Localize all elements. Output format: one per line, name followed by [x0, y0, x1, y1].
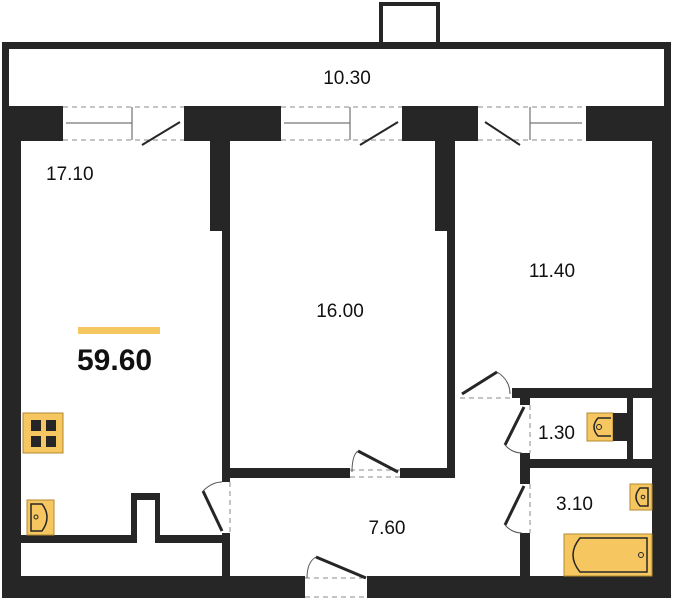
kitchen-sink-icon: [26, 499, 55, 536]
entrance-door[interactable]: [305, 555, 367, 598]
balcony-door-2[interactable]: [281, 106, 402, 146]
outer-bottom-wall: [367, 576, 671, 598]
bathroom-area-label: 3.10: [556, 494, 593, 515]
interior-wall: [520, 453, 530, 484]
interior-wall: [222, 533, 230, 578]
balcony-door-1[interactable]: [63, 106, 184, 146]
interior-wall: [512, 388, 652, 398]
balcony-outer-wall: [2, 42, 671, 49]
stove-icon: [22, 412, 64, 454]
bathtub-icon: [563, 533, 653, 577]
balcony-area-label: 10.30: [323, 68, 371, 89]
toilet-icon: [586, 412, 627, 442]
balcony-door-3[interactable]: [478, 106, 586, 146]
interior-wall: [222, 141, 230, 482]
pillar: [402, 106, 478, 141]
kitchen-door[interactable]: [201, 481, 231, 533]
bedroom-1-door[interactable]: [350, 449, 400, 478]
balcony-right-wall: [664, 42, 671, 108]
total-area-label: 59.60: [77, 344, 152, 377]
bedroom-2-area-label: 11.40: [529, 261, 575, 282]
wc-door[interactable]: [503, 405, 531, 454]
interior-wall: [520, 398, 530, 405]
bathroom-sink-icon: [629, 483, 653, 511]
pillar: [184, 106, 281, 141]
interior-wall: [520, 533, 530, 578]
interior-wall: [530, 459, 652, 468]
outer-right-wall: [652, 106, 671, 598]
balcony-left-wall: [2, 42, 9, 108]
interior-wall: [447, 141, 455, 478]
interior-wall: [400, 468, 455, 478]
outer-left-wall: [2, 106, 21, 598]
kitchen-living-area-label: 17.10: [46, 164, 94, 185]
outer-bottom-wall: [2, 576, 305, 598]
total-area-accent-bar: [78, 327, 160, 334]
bathroom-door[interactable]: [503, 484, 531, 534]
closet-wall: [21, 493, 222, 543]
shaft-wall: [627, 398, 633, 459]
bedroom-1-area-label: 16.00: [316, 301, 364, 322]
bedroom-2-door[interactable]: [460, 370, 512, 399]
interior-wall: [230, 468, 350, 478]
balcony-vent-box: [379, 2, 440, 46]
wc-area-label: 1.30: [538, 423, 575, 444]
hallway-area-label: 7.60: [369, 518, 406, 539]
